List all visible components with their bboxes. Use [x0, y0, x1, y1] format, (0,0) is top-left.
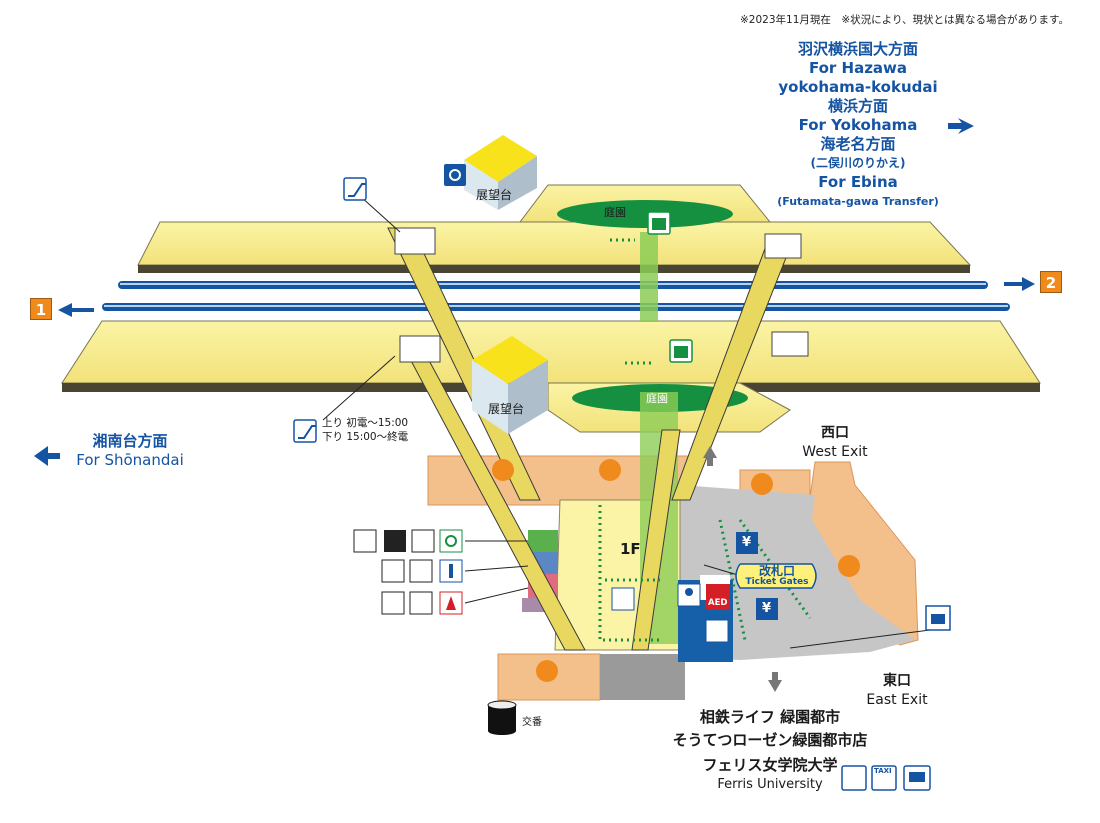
escalator-icon [293, 419, 317, 443]
northbound-direction-block: 羽沢横浜国大方面 For Hazawa yokohama-kokudai 横浜方… [768, 40, 948, 211]
northbound-line-7: (二俣川のりかえ) [810, 156, 906, 170]
northbound-line-2: For Hazawa [808, 59, 908, 77]
northbound-line-3: yokohama-kokudai [778, 78, 938, 96]
northbound-line-8: For Ebina [818, 173, 898, 191]
leader-lines [322, 195, 931, 649]
destination-sotetsu-life: 相鉄ライフ 緑園都市 [699, 708, 841, 726]
escalator-schedule: 上り 初電～15:00 下り 15:00～終電 [322, 416, 408, 444]
ticket-gates-en: Ticket Gates [745, 577, 809, 587]
stairs-escalators [387, 227, 796, 651]
facility-icons-row-3 [381, 591, 463, 615]
southbound-en: For Shōnandai [76, 451, 184, 469]
platform-1-tag: 1 [30, 298, 52, 320]
observation-deck-upper [464, 135, 537, 210]
atm-yen-label: ¥ [762, 601, 772, 616]
west-exit-jp: 西口 [821, 425, 849, 441]
west-exit-en: West Exit [802, 444, 868, 460]
aed-label: AED [708, 598, 728, 608]
elevator-icon [669, 339, 693, 363]
shop-icons [492, 459, 860, 682]
facility-icons-row-2 [381, 559, 463, 583]
elevator-icon [647, 211, 671, 235]
atm-yen-label: ¥ [742, 535, 752, 550]
east-exit-jp: 東口 [883, 673, 911, 689]
destination-ferris-en: Ferris University [717, 777, 823, 792]
wheelchair-lift-icon [444, 164, 466, 186]
ticket-gates-label: 改札口 Ticket Gates [742, 564, 812, 588]
east-exit-destinations: 相鉄ライフ 緑園都市 そうてつローゼン緑園都市店 フェリス女学院大学 Ferri… [650, 706, 890, 793]
koban-building [487, 700, 517, 735]
northbound-line-1: 羽沢横浜国大方面 [797, 40, 918, 58]
garden-label: 庭園 [604, 206, 626, 219]
northbound-line-9: (Futamata-gawa Transfer) [777, 195, 939, 208]
northbound-line-6: 海老名方面 [820, 135, 896, 153]
station-staff-icon [677, 583, 701, 607]
observation-deck-label: 展望台 [488, 402, 525, 416]
atm-icons [736, 532, 778, 620]
northbound-line-4: 横浜方面 [827, 97, 888, 115]
observation-deck-lower [472, 336, 548, 434]
escalator-down-time: 下り 15:00～終電 [322, 431, 409, 443]
east-exit-label: 東口 East Exit [852, 672, 942, 710]
escalator-icon [343, 177, 367, 201]
destination-ferris-jp: フェリス女学院大学 [702, 756, 838, 774]
aed-icon [706, 584, 730, 610]
facility-icons-row-1 [353, 529, 463, 553]
koban-label: 交番 [522, 717, 542, 728]
garden-label: 庭園 [646, 392, 668, 405]
ticket-gates-jp: 改札口 [758, 564, 795, 578]
platform-2-tag: 2 [1040, 271, 1062, 293]
east-exit-en: East Exit [866, 692, 928, 708]
platform-island-upper [137, 221, 972, 266]
northbound-line-5: For Yokohama [798, 116, 918, 134]
southbound-direction-block: 湘南台方面 For Shōnandai [70, 432, 190, 470]
southbound-jp: 湘南台方面 [92, 432, 168, 450]
destination-sotetsu-rosen: そうてつローゼン緑園都市店 [672, 731, 868, 749]
header-note: ※2023年11月現在 ※状況により、現状とは異なる場合があります。 [740, 14, 1069, 26]
stair-openings [394, 227, 809, 363]
west-exit-label: 西口 West Exit [790, 424, 880, 462]
bottom-service-icons [841, 765, 931, 791]
ticket-gates-callout [735, 563, 817, 589]
platform-island-lower [61, 320, 1041, 384]
floor-label: 1F [620, 540, 641, 558]
escalator-up-time: 上り 初電～15:00 [322, 417, 409, 429]
taxi-icon: TAXI [874, 767, 892, 775]
ticket-machine-icon [611, 587, 729, 643]
coin-locker-icon [925, 605, 951, 631]
exit-arrows [703, 446, 782, 692]
direction-arrows [34, 118, 1035, 466]
observation-deck-label: 展望台 [476, 188, 513, 202]
tracks [102, 281, 1010, 311]
